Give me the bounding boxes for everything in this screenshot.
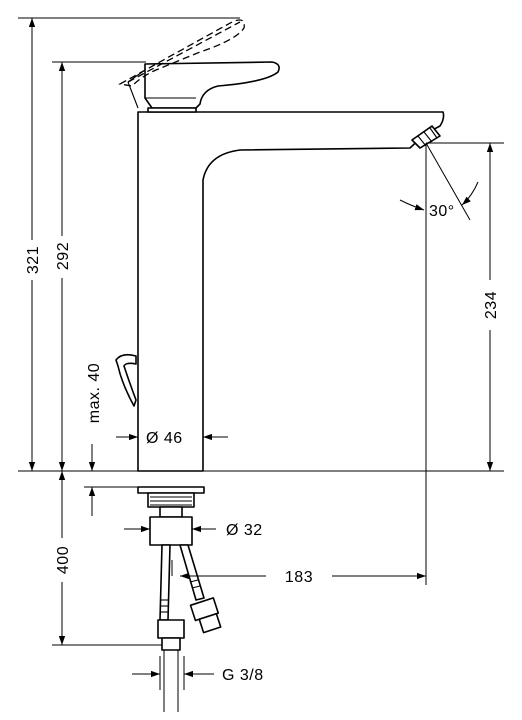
dimension-diameter-46: Ø 46 (116, 430, 228, 447)
dimension-thread-g38: G 3/8 (132, 656, 264, 690)
dimension-234: 234 (426, 142, 504, 471)
dim-321-label: 321 (25, 246, 42, 274)
dim-400-label: 400 (55, 546, 72, 574)
dim-292-label: 292 (55, 242, 72, 270)
dimension-400: 400 (52, 471, 162, 646)
dimension-292: 292 (52, 61, 146, 471)
dimension-321: 321 (18, 17, 240, 471)
dim-d46-label: Ø 46 (146, 430, 183, 447)
dimension-183: 183 (171, 560, 426, 586)
pop-up-rod (115, 353, 137, 407)
mounting-assembly (137, 486, 222, 712)
faucet-body (127, 61, 445, 472)
dim-max40-label: max. 40 (86, 363, 103, 423)
dim-234-label: 234 (483, 291, 500, 319)
dimension-max-40: max. 40 (84, 363, 150, 516)
dim-angle-label: 30° (429, 203, 455, 220)
lever-raised-dashed (118, 19, 245, 87)
dimension-diameter-32: Ø 32 (124, 522, 263, 539)
dim-d32-label: Ø 32 (226, 522, 263, 539)
dimension-spray-angle: 30° (399, 142, 479, 585)
dim-183-label: 183 (285, 569, 313, 586)
aerator (411, 125, 441, 149)
dim-g38-label: G 3/8 (222, 667, 264, 684)
